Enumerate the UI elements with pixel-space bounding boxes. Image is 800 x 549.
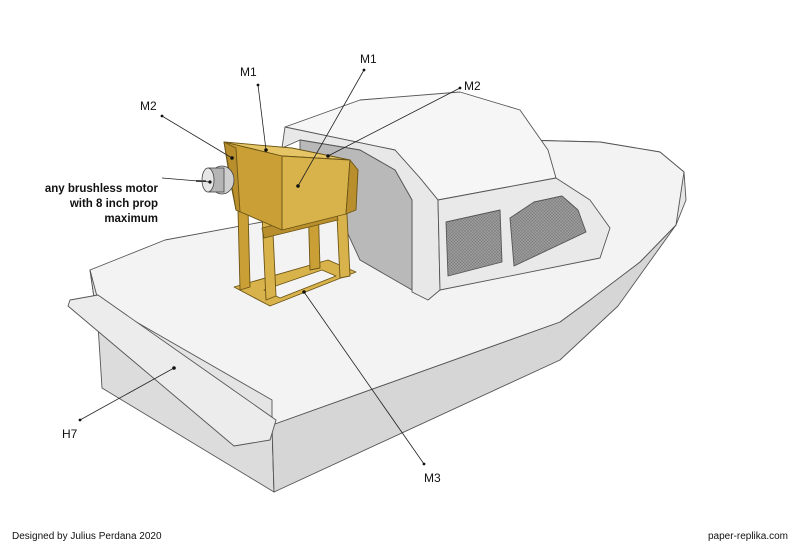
motor-mount	[223, 141, 359, 307]
label-h7: H7	[62, 427, 78, 441]
leader-m1-right-dot	[296, 184, 300, 188]
label-m1-right: M1	[360, 52, 377, 66]
footer-credit: Designed by Julius Perdana 2020	[12, 531, 162, 542]
brushless-motor	[196, 165, 235, 195]
window-front	[509, 195, 587, 267]
motor-note-line-2: with 8 inch prop	[69, 198, 158, 210]
footer-site: paper-replika.com	[708, 531, 788, 542]
label-m1-left: M1	[240, 65, 257, 79]
leader-m2-left-end	[160, 114, 164, 118]
part-labels: M1 M1 M2 M2 M3 H7 any brushless motor wi…	[45, 52, 481, 485]
leader-m2-left	[161, 115, 233, 159]
label-m2-right: M2	[464, 79, 481, 93]
leader-m1-left-dot	[264, 148, 268, 152]
leader-m2-left-dot	[230, 156, 234, 160]
leader-h7-end	[78, 418, 82, 422]
leader-m2-right-dot	[326, 154, 330, 158]
swim-platform	[67, 294, 277, 447]
motor-note-line-1: any brushless motor	[45, 183, 159, 195]
label-m2-left: M2	[140, 99, 157, 113]
leader-m2-right	[327, 87, 461, 157]
leader-m1-right	[297, 69, 365, 187]
leader-m1-left-end	[256, 83, 260, 87]
leader-m1-right-end	[362, 68, 366, 72]
leader-m1-left	[257, 84, 267, 151]
leader-m3	[303, 291, 425, 465]
leader-m2-right-end	[458, 86, 462, 90]
leader-lines	[78, 68, 462, 466]
leader-h7	[79, 367, 175, 421]
leader-motor	[161, 177, 211, 183]
mount-leg-front-left	[237, 207, 251, 291]
leader-motor-dot	[208, 180, 212, 184]
leader-m3-end	[422, 462, 426, 466]
label-m3: M3	[424, 471, 441, 485]
motor-note-line-3: maximum	[104, 213, 158, 225]
leader-m3-dot	[302, 290, 306, 294]
window-side	[445, 209, 503, 277]
cabin	[281, 91, 611, 301]
mount-fin	[345, 159, 359, 215]
leader-h7-dot	[172, 366, 176, 370]
